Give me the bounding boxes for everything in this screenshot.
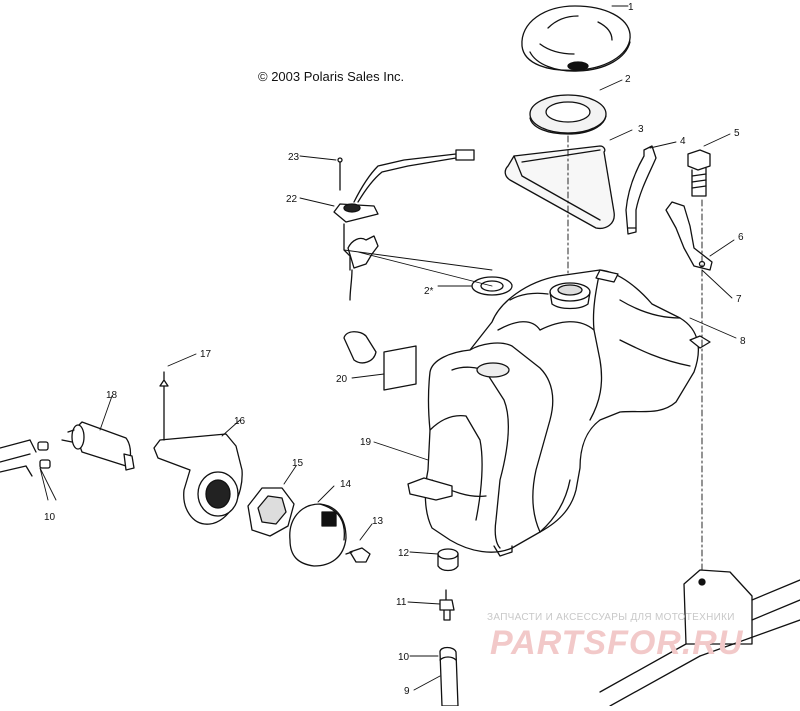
callout-20: 20 <box>336 374 348 385</box>
callout-5: 5 <box>734 128 740 139</box>
callout-18: 18 <box>106 390 118 401</box>
callout-11: 11 <box>396 597 407 608</box>
callout-17: 17 <box>200 349 212 360</box>
callout-10-bottom: 10 <box>398 652 410 663</box>
callout-4: 4 <box>680 136 686 147</box>
copyright-notice: © 2003 Polaris Sales Inc. <box>258 69 404 84</box>
callout-9: 9 <box>404 686 410 697</box>
callout-6: 6 <box>738 232 744 243</box>
mounting-bolt <box>687 149 711 197</box>
callout-19: 19 <box>360 437 372 448</box>
cap-gasket <box>529 94 607 135</box>
callout-3: 3 <box>638 124 644 135</box>
tank-pad <box>504 145 615 230</box>
callout-2-star: 2* <box>424 286 434 297</box>
callout-15: 15 <box>292 458 304 469</box>
tank-outlet-fittings <box>437 548 459 707</box>
callout-10-left: 10 <box>44 512 56 523</box>
watermark-logo: PARTSFOR.RU <box>490 624 744 662</box>
leader-lines <box>39 5 737 691</box>
callout-1: 1 <box>628 2 634 13</box>
fuel-tank <box>407 269 711 557</box>
filter-bracket <box>153 371 243 525</box>
callout-7: 7 <box>736 294 742 305</box>
callout-8: 8 <box>740 336 746 347</box>
frame-section <box>599 569 800 707</box>
callout-16: 16 <box>234 416 246 427</box>
callout-14: 14 <box>340 479 352 490</box>
callout-23: 23 <box>288 152 300 163</box>
watermark-subtitle: ЗАПЧАСТИ И АКСЕССУАРЫ ДЛЯ МОТОТЕХНИКИ <box>487 612 735 623</box>
vent-hose <box>625 145 657 235</box>
fuel-sender-assembly <box>333 149 475 364</box>
small-hardware <box>247 487 371 567</box>
callout-13: 13 <box>372 516 384 527</box>
hose-clamps <box>0 439 51 477</box>
callout-22: 22 <box>286 194 298 205</box>
fuel-cap <box>521 5 631 72</box>
mount-bracket <box>665 201 713 271</box>
callout-labels: 1 2 3 4 5 6 7 8 9 10 10 11 12 13 14 15 1… <box>44 2 746 697</box>
callout-12: 12 <box>398 548 410 559</box>
fuel-filter <box>61 421 135 471</box>
callout-2: 2 <box>625 74 631 85</box>
